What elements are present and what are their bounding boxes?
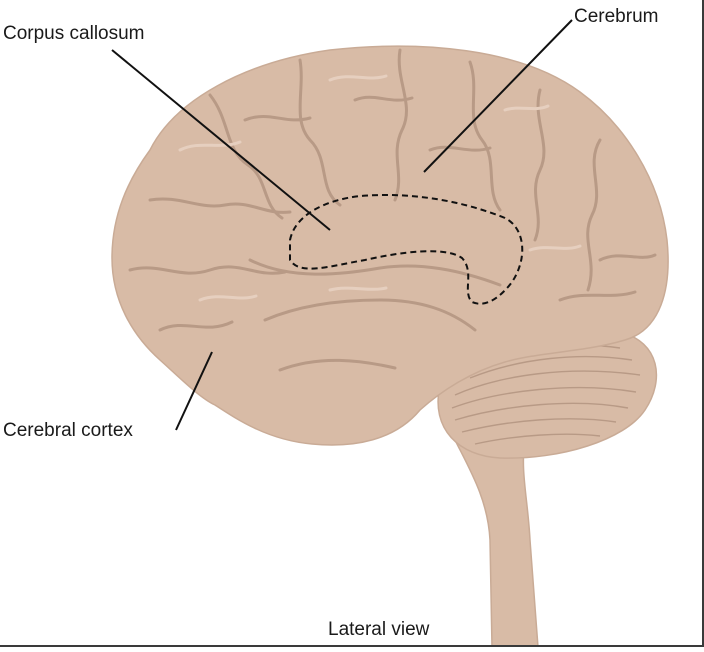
cerebral-folds [128, 48, 657, 372]
right-border [702, 0, 704, 647]
brainstem [453, 439, 539, 648]
bottom-border [0, 645, 704, 647]
leader-line-cerebral-cortex [175, 351, 213, 431]
label-cerebral-cortex: Cerebral cortex [3, 420, 133, 441]
label-lateral-view: Lateral view [328, 619, 430, 640]
label-cerebrum: Cerebrum [574, 6, 659, 27]
cerebral-highlights [178, 74, 582, 302]
cerebrum-shape [111, 45, 669, 446]
label-corpus-callosum: Corpus callosum [3, 23, 145, 44]
leader-line-cerebrum [423, 19, 573, 173]
corpus-callosum-outline [289, 193, 524, 305]
leader-line-corpus-callosum [111, 49, 331, 231]
